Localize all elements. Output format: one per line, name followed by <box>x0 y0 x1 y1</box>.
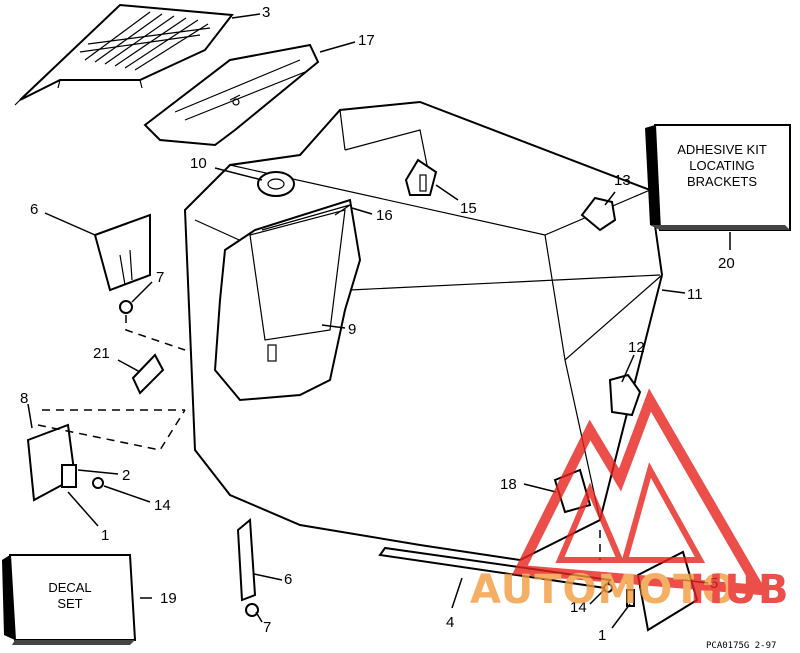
part-3-grille <box>14 3 234 106</box>
callout-16: 16 <box>376 207 393 224</box>
callout-18: 18 <box>500 476 517 493</box>
part-7-nut-bottom <box>245 603 259 617</box>
callout-9: 9 <box>348 321 356 338</box>
callout-8: 8 <box>20 390 28 407</box>
callout-14-left: 14 <box>154 497 171 514</box>
callout-21: 21 <box>93 345 110 362</box>
part-1-pin-right <box>626 589 635 607</box>
adhesive-kit-line1: ADHESIVE KIT <box>677 142 767 157</box>
decal-set-line1: DECAL <box>48 580 91 595</box>
callout-7-left: 7 <box>156 269 164 286</box>
callout-6-bottom: 6 <box>284 571 292 588</box>
watermark-logo: AUTOMOTO HUB <box>470 388 789 613</box>
callout-1-left: 1 <box>101 527 109 544</box>
adhesive-kit-box: ADHESIVE KIT LOCATING BRACKETS <box>645 124 791 231</box>
callout-12: 12 <box>628 339 645 356</box>
part-14-screw-right <box>603 583 613 593</box>
part-10-grommet <box>257 171 295 197</box>
callout-3: 3 <box>262 4 270 21</box>
callout-14-right: 14 <box>570 599 587 616</box>
callout-1-right: 1 <box>598 627 606 644</box>
drawing-code: PCA0175G 2-97 <box>706 641 776 651</box>
part-6-latch-bottom <box>236 517 257 602</box>
callout-7-bottom: 7 <box>263 619 271 636</box>
watermark-text-part2: HUB <box>690 567 789 613</box>
decal-set-line2: SET <box>57 596 82 611</box>
callout-17: 17 <box>358 32 375 49</box>
part-7-nut-left <box>119 300 133 314</box>
callout-11: 11 <box>687 286 703 303</box>
part-21-decal <box>131 353 165 395</box>
callout-19: 19 <box>160 590 177 607</box>
callout-10: 10 <box>190 155 207 172</box>
callout-15: 15 <box>460 200 477 217</box>
part-9-liner <box>213 198 362 402</box>
adhesive-kit-line2: LOCATING <box>689 158 755 173</box>
part-8-side-plate <box>26 423 77 502</box>
callout-6-left: 6 <box>30 201 38 218</box>
decal-set-box: DECAL SET <box>2 554 137 645</box>
part-15-bracket <box>404 158 438 196</box>
watermark-text-part1: AUTOMOTO <box>470 567 737 613</box>
assembly-lines <box>37 315 601 560</box>
callout-4: 4 <box>446 614 454 631</box>
callout-20: 20 <box>718 255 735 272</box>
part-14-screw-left <box>92 477 104 489</box>
part-13-locating-bracket <box>580 196 617 232</box>
callout-2: 2 <box>122 467 130 484</box>
adhesive-kit-line3: BRACKETS <box>687 174 757 189</box>
callout-13: 13 <box>614 172 631 189</box>
part-6-latch-left <box>93 213 151 292</box>
part-17-panel <box>143 43 320 147</box>
